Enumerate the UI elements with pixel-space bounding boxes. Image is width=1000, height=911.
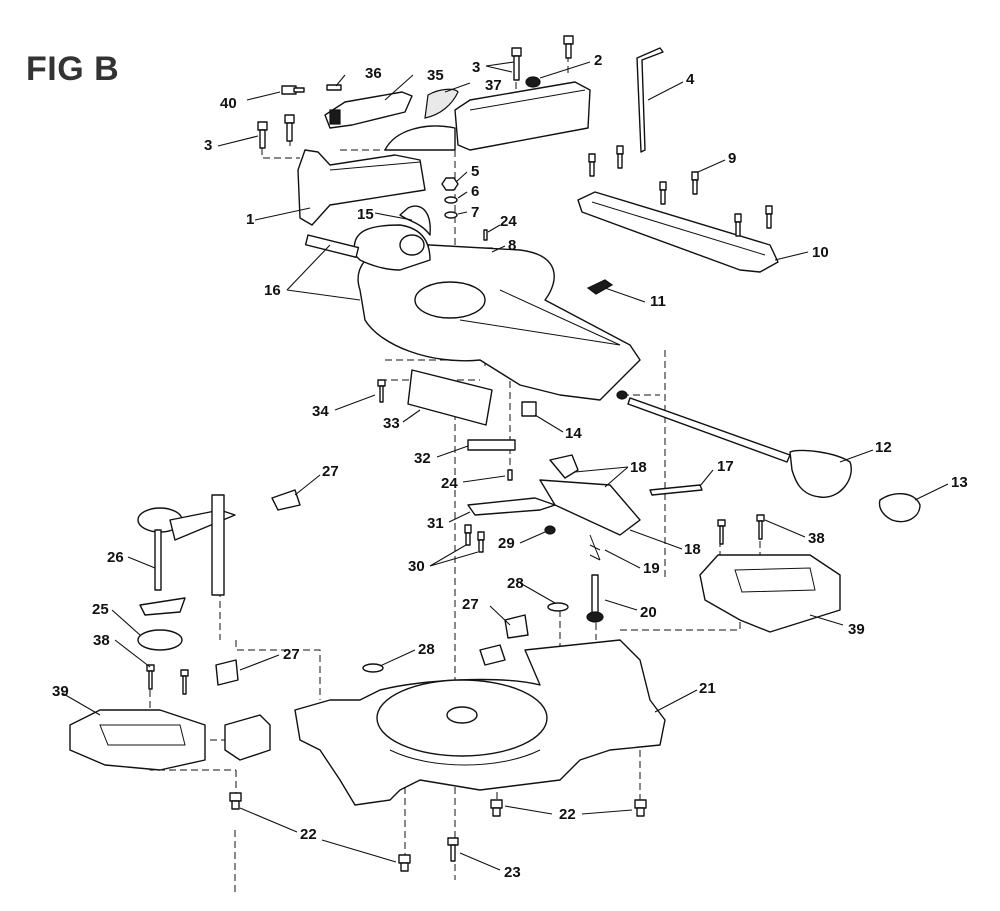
- callout-28-left: 28: [418, 641, 435, 658]
- callout-26: 26: [107, 549, 124, 566]
- callout-28-right: 28: [507, 575, 524, 592]
- leader-lines: [61, 61, 949, 871]
- table-top-assembly: [304, 224, 641, 401]
- callout-12: 12: [875, 439, 892, 456]
- table-insert: [577, 145, 779, 273]
- callout-40: 40: [220, 95, 237, 112]
- callout-35: 35: [427, 67, 444, 84]
- callout-2: 2: [594, 52, 602, 69]
- callout-1: 1: [246, 211, 254, 228]
- callout-6: 6: [471, 183, 479, 200]
- laser-guard: [384, 88, 459, 151]
- hex-key: [636, 47, 664, 153]
- middle-small-parts: [377, 279, 614, 426]
- callout-39-right: 39: [848, 621, 865, 638]
- callout-15: 15: [357, 206, 374, 223]
- fence-right: [454, 81, 591, 151]
- callout-21: 21: [699, 680, 716, 697]
- callout-22-left: 22: [300, 826, 317, 843]
- callout-labels: 40 36 35 37 3 2 4 3 1 5 6 7 24 8 15 9 10…: [52, 52, 968, 881]
- detent-assembly: [464, 439, 703, 623]
- callout-37: 37: [485, 77, 502, 94]
- callout-22-right: 22: [559, 806, 576, 823]
- work-clamp: [137, 489, 529, 686]
- callout-7: 7: [471, 204, 479, 221]
- callout-24-top: 24: [500, 213, 517, 230]
- support-foot-left: [69, 664, 206, 771]
- callout-38-right: 38: [808, 530, 825, 547]
- callout-27-mid: 27: [462, 596, 479, 613]
- callout-33: 33: [383, 415, 400, 432]
- callout-5: 5: [471, 163, 479, 180]
- callout-29: 29: [498, 535, 515, 552]
- callout-14: 14: [565, 425, 582, 442]
- callout-34: 34: [312, 403, 329, 420]
- callout-19: 19: [643, 560, 660, 577]
- callout-10: 10: [812, 244, 829, 261]
- callout-30: 30: [408, 558, 425, 575]
- callout-8: 8: [508, 237, 516, 254]
- callout-38-left: 38: [93, 632, 110, 649]
- callout-24-mid: 24: [441, 475, 458, 492]
- callout-9: 9: [728, 150, 736, 167]
- callout-36: 36: [365, 65, 382, 82]
- callout-3-left: 3: [204, 137, 212, 154]
- callout-39-left: 39: [52, 683, 69, 700]
- callout-11: 11: [650, 293, 666, 310]
- callout-32: 32: [414, 450, 431, 467]
- callout-27-left: 27: [283, 646, 300, 663]
- callout-20: 20: [640, 604, 657, 621]
- callout-4: 4: [686, 71, 695, 88]
- bevel-lock-rod: [627, 397, 921, 523]
- callout-17: 17: [717, 458, 734, 475]
- support-foot-right: [699, 514, 841, 633]
- miter-base: [224, 639, 666, 806]
- callout-3-top: 3: [472, 59, 480, 76]
- callout-13: 13: [951, 474, 968, 491]
- figure-title: FIG B: [26, 50, 120, 88]
- base-feet: [229, 602, 647, 872]
- callout-18-top: 18: [630, 459, 647, 476]
- callout-16: 16: [264, 282, 281, 299]
- fence-extension: [324, 91, 413, 129]
- callout-18-bottom: 18: [684, 541, 701, 558]
- callout-27-top: 27: [322, 463, 339, 480]
- callout-23: 23: [504, 864, 521, 881]
- callout-31: 31: [427, 515, 444, 532]
- callout-25: 25: [92, 601, 109, 618]
- fence-left: [297, 149, 426, 226]
- screw-set-top: [257, 35, 574, 149]
